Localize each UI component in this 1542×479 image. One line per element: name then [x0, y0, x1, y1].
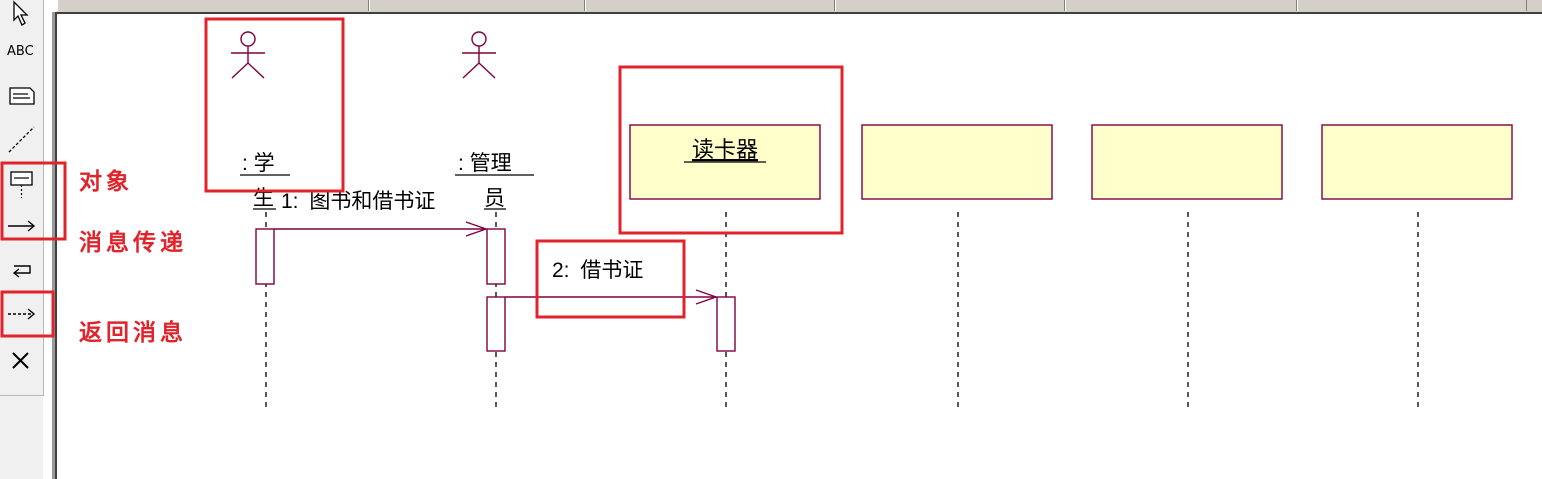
actor-name: : 学 [242, 152, 275, 175]
select-arrow-tool[interactable] [0, 0, 43, 40]
column-header-bar [57, 0, 1542, 14]
object-tool[interactable] [0, 164, 43, 204]
actor-student[interactable]: : 学 生 [231, 31, 290, 410]
message-number: 1: [281, 190, 299, 213]
self-message-tool[interactable] [0, 254, 43, 294]
message-label: 2: 借书证 [552, 259, 643, 282]
activation-bar[interactable] [486, 228, 506, 285]
activation-bar[interactable] [255, 228, 275, 285]
column-cell [1065, 0, 1297, 11]
arrowhead-icon [695, 289, 719, 305]
destruction-tool[interactable] [0, 344, 43, 384]
highlight-boxes [0, 17, 844, 338]
message-number: 2: [552, 259, 570, 282]
annotation-message-passing: 消息传递 [79, 229, 187, 256]
object-box[interactable] [1321, 124, 1513, 200]
highlight-box-actor [204, 17, 345, 193]
stick-figure-icon [462, 31, 496, 79]
stick-figure-icon [231, 31, 265, 79]
object-unnamed[interactable] [861, 124, 1053, 410]
self-message-icon [12, 265, 31, 278]
message-text: 图书和借书证 [309, 190, 435, 213]
note-tool[interactable] [0, 82, 43, 122]
select-arrow-icon [13, 0, 29, 26]
object-unnamed[interactable] [1321, 124, 1513, 410]
arrowhead-icon [465, 221, 489, 237]
highlight-box-message [535, 239, 686, 319]
anchor-line-tool[interactable] [0, 122, 43, 162]
highlight-box-object [618, 65, 844, 235]
message-2[interactable]: 2: 借书证 [505, 259, 719, 305]
actor-name: 员 [484, 187, 505, 210]
actor-name: 生 [253, 187, 274, 210]
object-unnamed[interactable] [1091, 124, 1283, 410]
canvas-border [52, 12, 55, 479]
canvas-border [55, 12, 57, 479]
highlight-box-tools [0, 161, 67, 241]
column-cell [835, 0, 1065, 11]
dashed-line-icon [8, 126, 35, 153]
toolbar-empty-area [0, 396, 43, 479]
message-arrow-icon [8, 220, 36, 232]
message-label: 1: 图书和借书证 [281, 190, 435, 213]
highlight-box-return-tool [0, 290, 55, 338]
message-text: 借书证 [580, 259, 643, 282]
object-name: 读卡器 [692, 137, 758, 162]
object-lifeline-icon [10, 171, 33, 198]
column-cell [585, 0, 835, 11]
return-message-icon [8, 308, 36, 320]
annotation-object: 对象 [79, 168, 133, 195]
column-cell [1297, 0, 1527, 11]
note-icon [9, 87, 35, 105]
column-cell [369, 0, 585, 11]
object-card-reader[interactable]: 读卡器 [629, 124, 821, 410]
text-icon: ABC [7, 44, 34, 59]
return-message-tool[interactable] [0, 298, 43, 338]
text-tool[interactable]: ABC [0, 40, 43, 80]
object-box[interactable] [861, 124, 1053, 200]
actor-name: : 管理 [458, 152, 512, 175]
annotation-return-message: 返回消息 [79, 319, 187, 346]
activation-bar[interactable] [716, 296, 736, 352]
object-box[interactable] [1091, 124, 1283, 200]
message-tool[interactable] [0, 210, 43, 250]
actor-administrator[interactable]: : 管理 员 [455, 31, 534, 410]
activation-bar[interactable] [486, 296, 506, 352]
message-1[interactable]: 1: 图书和借书证 [274, 190, 489, 237]
column-cell [57, 0, 369, 11]
destruction-x-icon [12, 352, 29, 369]
tool-palette: ABC [0, 0, 44, 396]
